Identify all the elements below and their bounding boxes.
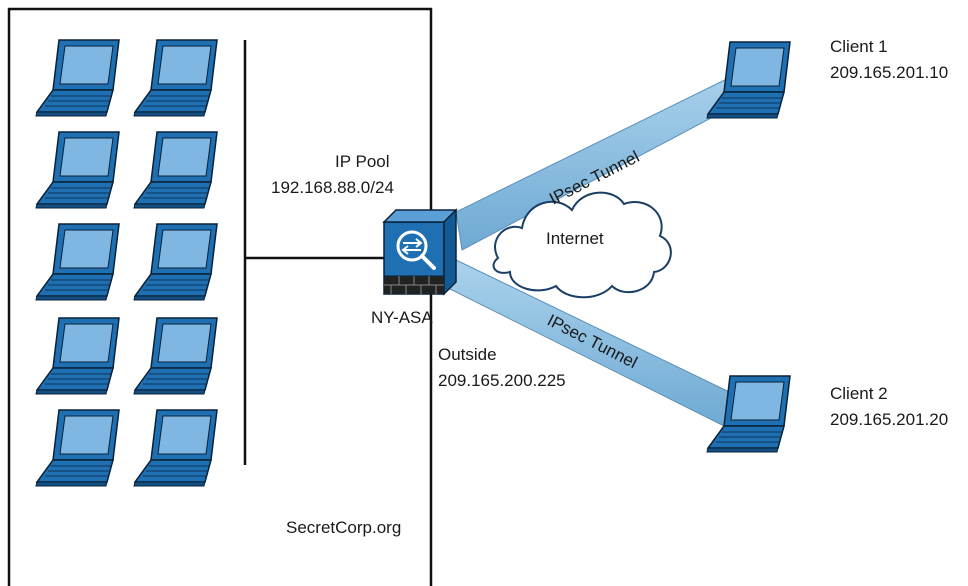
client-1-name: Client 1 bbox=[830, 37, 888, 56]
outside-title: Outside bbox=[438, 345, 497, 364]
corp-name: SecretCorp.org bbox=[286, 518, 401, 537]
laptop-icon bbox=[133, 223, 218, 301]
laptop-icon bbox=[133, 131, 218, 209]
ip-pool-title: IP Pool bbox=[335, 152, 390, 171]
outside-ip: 209.165.200.225 bbox=[438, 371, 566, 390]
laptop-icon bbox=[35, 317, 120, 395]
client-2-name: Client 2 bbox=[830, 384, 888, 403]
firewall-name: NY-ASA bbox=[371, 308, 433, 327]
laptop-icon bbox=[706, 41, 791, 119]
internet-label: Internet bbox=[546, 229, 604, 248]
ip-pool-subnet: 192.168.88.0/24 bbox=[271, 178, 394, 197]
laptop-icon bbox=[35, 223, 120, 301]
laptop-icon bbox=[35, 409, 120, 487]
client-2-ip: 209.165.201.20 bbox=[830, 410, 948, 429]
corp-boundary bbox=[7, 7, 433, 586]
laptop-icon bbox=[133, 409, 218, 487]
laptop-icon bbox=[35, 131, 120, 209]
asa-firewall-icon bbox=[382, 208, 458, 296]
laptop-icon bbox=[133, 317, 218, 395]
laptop-icon bbox=[35, 39, 120, 117]
cloud-icon bbox=[492, 191, 672, 299]
laptop-icon bbox=[133, 39, 218, 117]
client-1-ip: 209.165.201.10 bbox=[830, 63, 948, 82]
inside-hosts bbox=[35, 39, 218, 487]
